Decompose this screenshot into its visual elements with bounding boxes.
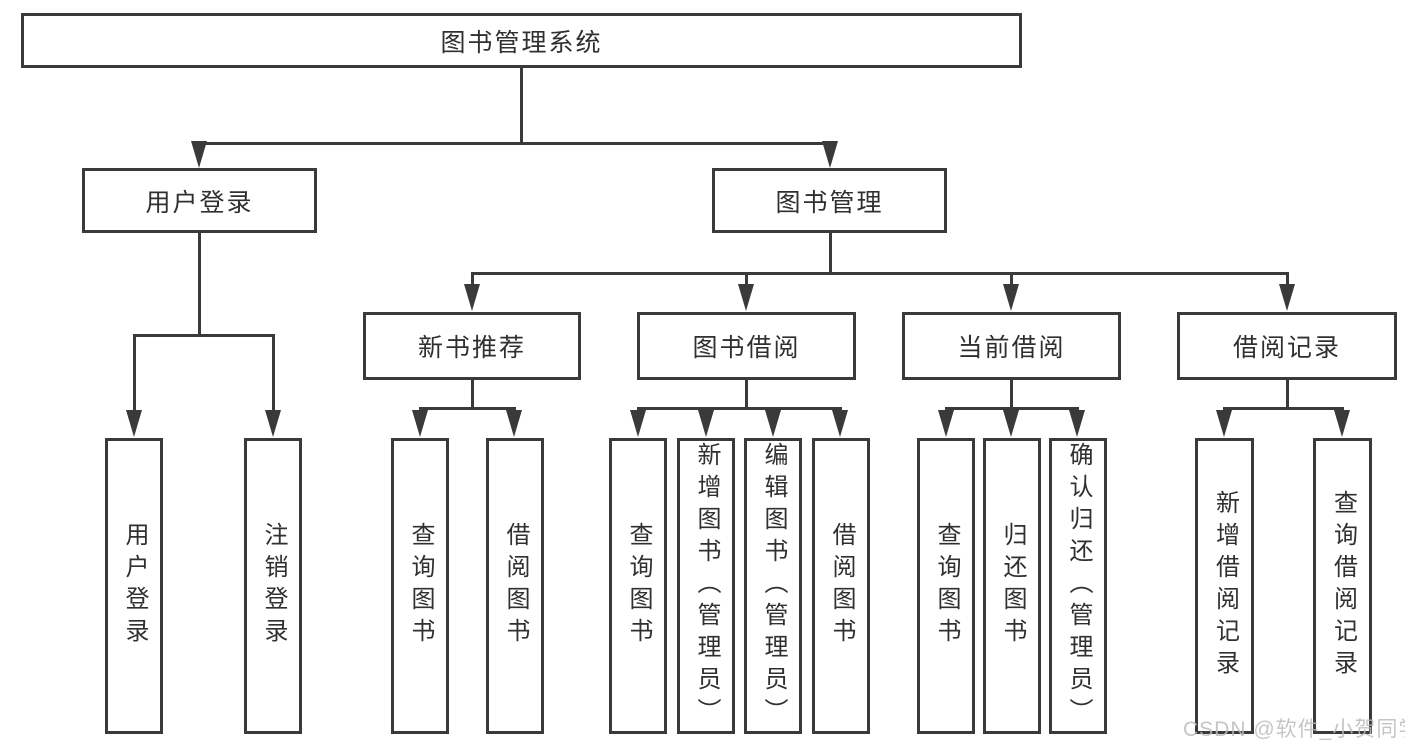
node-current-borrowing: 当前借阅 [902,312,1121,380]
arrowhead-down-icon [126,410,142,437]
arrowhead-down-icon [822,141,838,168]
arrowhead-down-icon [832,410,848,437]
arrowhead-down-icon [698,410,714,437]
connector-line [1010,380,1013,410]
arrowhead-down-icon [191,141,207,168]
node-leaf-query-books-2: 查询图书 [609,438,667,734]
connector-line [829,233,832,275]
arrow-shaft [1286,273,1289,288]
node-leaf-add-books: 新增图书（管理员） [677,438,735,734]
arrowhead-down-icon [1334,410,1350,437]
node-leaf-query-books-1: 查询图书 [391,438,449,734]
arrowhead-down-icon [412,410,428,437]
node-book-borrowing: 图书借阅 [637,312,856,380]
arrowhead-down-icon [630,410,646,437]
connector-line [198,142,832,145]
connector-line [1223,407,1344,410]
csdn-watermark: CSDN @软件_小贺同学 [1183,718,1405,741]
node-leaf-user-login: 用户登录 [105,438,163,734]
arrowhead-down-icon [1216,410,1232,437]
connector-line [419,407,516,410]
connector-line [520,68,523,145]
node-leaf-confirm-return: 确认归还（管理员） [1049,438,1107,734]
connector-line [133,334,275,337]
arrow-shaft [471,273,474,288]
node-new-book-recommend: 新书推荐 [363,312,581,380]
node-borrowing-records: 借阅记录 [1177,312,1397,380]
arrowhead-down-icon [738,284,754,311]
node-leaf-query-borrow-record: 查询借阅记录 [1313,438,1372,734]
arrowhead-down-icon [506,410,522,437]
node-leaf-edit-books: 编辑图书（管理员） [744,438,802,734]
arrowhead-down-icon [938,410,954,437]
node-leaf-query-books-3: 查询图书 [917,438,975,734]
arrowhead-down-icon [1279,284,1295,311]
connector-line [471,272,1289,275]
arrowhead-down-icon [1003,410,1019,437]
arrowhead-down-icon [765,410,781,437]
arrow-shaft [133,335,136,414]
connector-line [471,380,474,410]
node-root: 图书管理系统 [21,13,1022,68]
node-leaf-logout: 注销登录 [244,438,302,734]
node-leaf-borrow-books-2: 借阅图书 [812,438,870,734]
arrowhead-down-icon [265,410,281,437]
node-user-login: 用户登录 [82,168,317,233]
connector-line [1286,380,1289,410]
arrow-shaft [272,335,275,414]
node-leaf-borrow-books-1: 借阅图书 [486,438,544,734]
arrow-shaft [745,273,748,288]
node-leaf-add-borrow-record: 新增借阅记录 [1195,438,1254,734]
arrow-shaft [1010,273,1013,288]
node-book-management: 图书管理 [712,168,947,233]
connector-line [637,407,842,410]
connector-line [745,380,748,410]
arrowhead-down-icon [1069,410,1085,437]
connector-line [198,233,201,337]
node-leaf-return-books: 归还图书 [983,438,1041,734]
arrowhead-down-icon [464,284,480,311]
arrowhead-down-icon [1003,284,1019,311]
